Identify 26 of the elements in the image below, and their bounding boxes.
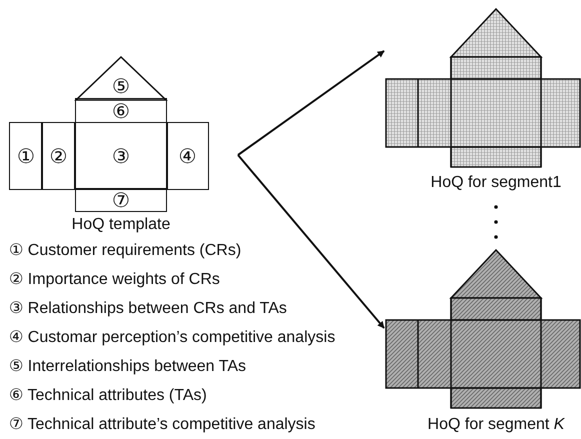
callout-number: ② [50, 146, 68, 166]
callout-number: ⑦ [112, 190, 130, 210]
legend-text: ② Importance weights of CRs [9, 270, 220, 289]
callout-number: ③ [112, 146, 130, 166]
legend-text: ① Customer requirements (CRs) [9, 241, 242, 260]
caption: HoQ template [72, 216, 170, 234]
node-label: HoQ for segment1 [430, 174, 562, 192]
arrow [237, 50, 385, 156]
matrix-cell [75, 188, 167, 212]
callout-number: ④ [178, 146, 196, 166]
arrow [237, 154, 385, 329]
matrix-cell [74, 122, 168, 190]
callout-number: ⑤ [112, 76, 130, 96]
matrix-cell [166, 122, 209, 190]
matrix-cell [75, 98, 167, 123]
matrix-cell [41, 122, 76, 190]
node-label: HoQ for segment K [428, 416, 564, 434]
legend-text: ③ Relationships between CRs and TAs [9, 299, 287, 318]
legend-text: ④ Customar perception’s competitive analysis [9, 328, 336, 347]
roof-triangle [75, 56, 167, 100]
callout-number: ⑥ [112, 100, 130, 120]
matrix-cell [9, 122, 43, 190]
callout-number: ① [17, 146, 35, 166]
legend-text: ⑦ Technical attribute’s competitive analysis [9, 415, 316, 434]
legend-text: ⑥ Technical attributes (TAs) [9, 386, 207, 405]
legend-text: ⑤ Interrelationships between TAs [9, 357, 246, 376]
